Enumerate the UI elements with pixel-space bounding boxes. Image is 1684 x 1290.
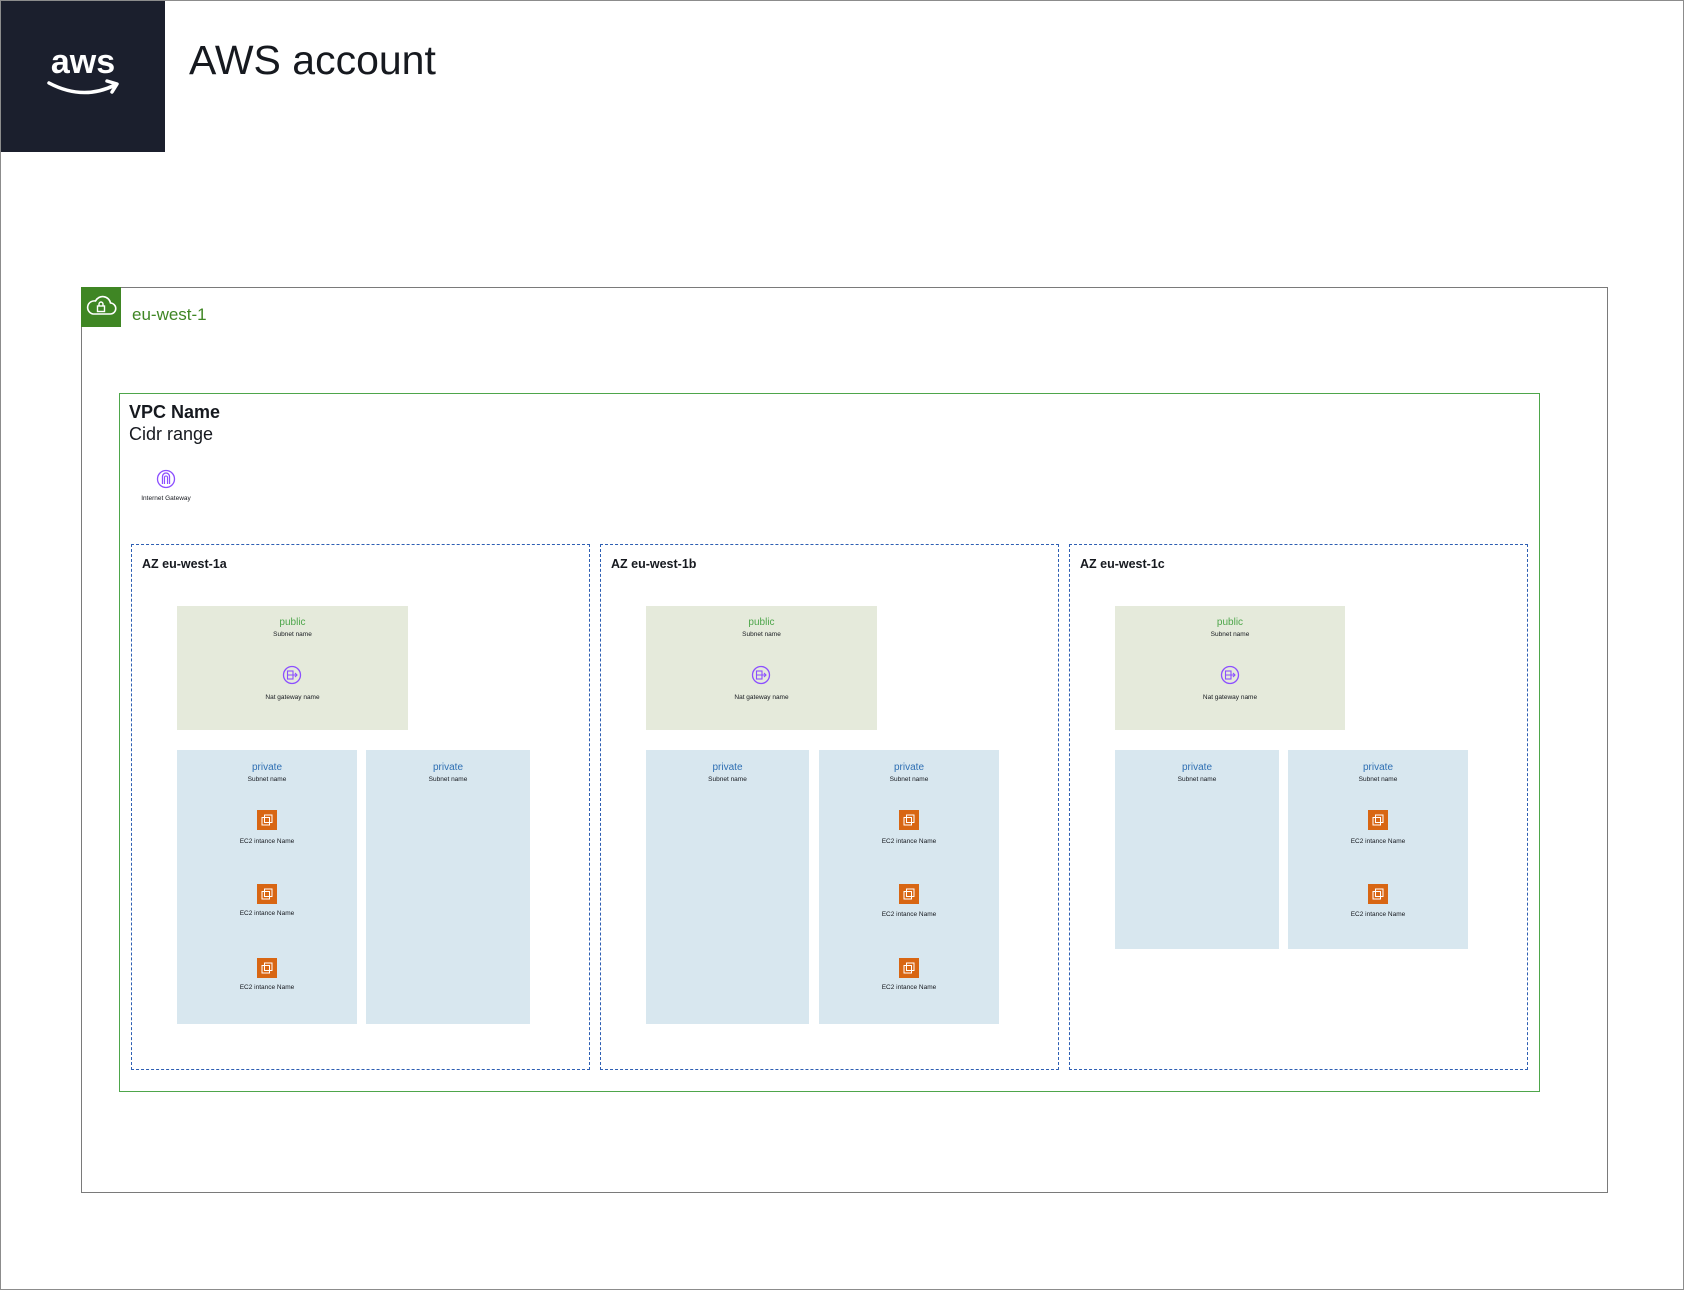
subnet-tier-label: public [1216,617,1244,628]
ec2-icon [257,958,277,978]
internet-gateway-icon [156,469,176,489]
region-group [81,287,1608,1193]
az-group-1a [131,544,590,1070]
aws-logo: aws [1,1,165,152]
az-group-1c [1069,544,1528,1070]
ec2-instance-label: EC2 intance Name [1350,838,1406,845]
subnet-name: Subnet name [273,631,312,638]
private-subnet [1288,750,1468,949]
internet-gateway-label: Internet Gateway [141,495,191,502]
subnet-tier-label: private [893,762,924,773]
ec2-instance-label: EC2 intance Name [881,838,937,845]
ec2-instance [257,810,277,835]
public-subnet [1115,606,1345,730]
ec2-instance-label: EC2 intance Name [239,984,295,991]
ec2-instance-label: EC2 intance Name [881,911,937,918]
nat-gateway [1220,665,1240,690]
aws-logo-text: aws [51,43,115,81]
subnet-tier-label: private [432,762,463,773]
az-label: AZ eu-west-1c [1080,557,1165,571]
subnet-tier-label: private [251,762,282,773]
internet-gateway [156,469,176,494]
ec2-icon [257,810,277,830]
ec2-icon [899,884,919,904]
region-label: eu-west-1 [132,305,207,324]
nat-gateway-icon [1220,665,1240,685]
public-subnet [646,606,877,730]
nat-gateway [282,665,302,690]
ec2-instance-label: EC2 intance Name [1350,911,1406,918]
az-group-1b [600,544,1059,1070]
subnet-name: Subnet name [428,776,468,783]
subnet-name: Subnet name [742,631,781,638]
vpc-cidr: Cidr range [129,424,214,444]
aws-logo-icon: aws [47,43,119,95]
ec2-icon [257,884,277,904]
private-subnet [1115,750,1279,949]
account-title: AWS account [189,37,436,83]
ec2-icon [1368,884,1388,904]
subnet-tier-label: public [279,617,306,628]
nat-gateway-label: Nat gateway name [1202,694,1258,701]
subnet-tier-label: public [748,617,775,628]
private-subnet [366,750,530,1024]
vpc-name: VPC Name [129,402,221,422]
subnet-name: Subnet name [1358,776,1398,783]
public-subnet [177,606,408,730]
ec2-instance [257,884,277,909]
nat-gateway [751,665,771,690]
nat-gateway-label: Nat gateway name [265,694,320,701]
subnet-name: Subnet name [1210,631,1250,638]
nat-gateway-icon [751,665,771,685]
ec2-instance-label: EC2 intance Name [239,910,295,917]
nat-gateway-label: Nat gateway name [734,694,789,701]
ec2-icon [1368,810,1388,830]
private-subnet [646,750,809,1024]
subnet-name: Subnet name [708,776,747,783]
az-label: AZ eu-west-1a [142,557,227,571]
ec2-instance [1368,884,1388,909]
ec2-instance [899,810,919,835]
region-icon [81,287,121,327]
ec2-instance [899,884,919,909]
az-label: AZ eu-west-1b [611,557,697,571]
ec2-icon [899,810,919,830]
ec2-instance-label: EC2 intance Name [239,838,295,845]
ec2-icon [899,958,919,978]
subnet-tier-label: private [1181,762,1212,773]
region-cloud-lock-icon [86,295,117,315]
vpc-group [119,393,1540,1092]
ec2-instance-label: EC2 intance Name [881,984,937,991]
ec2-instance [899,958,919,983]
ec2-instance [257,958,277,983]
subnet-name: Subnet name [247,776,287,783]
subnet-name: Subnet name [1177,776,1217,783]
subnet-tier-label: private [1362,762,1393,773]
subnet-name: Subnet name [889,776,929,783]
ec2-instance [1368,810,1388,835]
subnet-tier-label: private [712,762,743,773]
nat-gateway-icon [282,665,302,685]
